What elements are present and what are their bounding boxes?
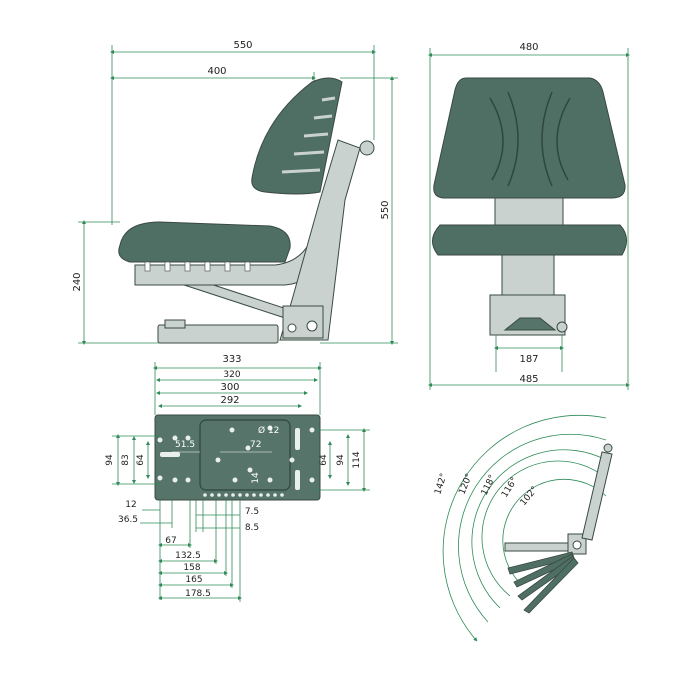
front-view: 480 187 485 bbox=[428, 42, 630, 390]
plate-ridge bbox=[199, 419, 291, 491]
rail-handle bbox=[164, 319, 186, 329]
plate-holes bbox=[157, 425, 315, 483]
angle-116: 116° bbox=[500, 476, 520, 500]
recline-knob-icon bbox=[603, 443, 613, 453]
seat-cushion bbox=[118, 221, 291, 263]
plate-slot bbox=[295, 470, 300, 490]
backrest-front bbox=[433, 77, 626, 199]
dim-left-83: 83 bbox=[121, 454, 131, 465]
dim-bottom-165: 165 bbox=[185, 575, 202, 585]
pivot-bolt-icon bbox=[306, 320, 318, 332]
dim-seat-height: 240 bbox=[72, 272, 83, 291]
dim-right-94: 94 bbox=[336, 454, 346, 466]
dim-inner-72: 72 bbox=[250, 440, 261, 450]
pivot-bracket bbox=[282, 305, 324, 339]
dim-plate-320: 320 bbox=[223, 370, 240, 380]
dim-inner-14: 14 bbox=[251, 472, 261, 484]
dim-right-114: 114 bbox=[352, 451, 362, 468]
recline-pivot-bolt-icon bbox=[572, 540, 582, 550]
recline-view: 142° 120° 118° 116° 102° bbox=[433, 414, 613, 642]
dim-offset-36-5: 36.5 bbox=[118, 515, 138, 525]
backrest-ribs bbox=[281, 96, 336, 174]
slide-rail bbox=[157, 324, 279, 344]
mount-plate bbox=[154, 414, 321, 501]
backrest-grooves bbox=[489, 91, 571, 187]
dim-backrest-depth: 400 bbox=[207, 66, 226, 77]
dim-left-64: 64 bbox=[136, 454, 146, 466]
adjust-knob-icon bbox=[359, 140, 375, 156]
dim-hole-diameter: Ø 12 bbox=[258, 425, 279, 436]
height-knob-icon bbox=[556, 321, 568, 333]
dim-offset-7-5: 7.5 bbox=[245, 507, 259, 517]
suspension-spring bbox=[503, 317, 557, 331]
dim-plate-292: 292 bbox=[220, 395, 239, 406]
seat-fixings bbox=[144, 261, 251, 272]
dim-plate-333: 333 bbox=[222, 354, 241, 365]
plate-slot bbox=[160, 452, 180, 457]
plate-hole-row bbox=[203, 493, 284, 497]
dim-bottom-67: 67 bbox=[165, 536, 176, 546]
angle-102: 102° bbox=[519, 485, 541, 508]
dim-overall-height: 550 bbox=[380, 200, 391, 219]
dim-plate-300: 300 bbox=[220, 382, 239, 393]
column-upper bbox=[494, 197, 564, 229]
dim-left-94: 94 bbox=[105, 454, 115, 466]
dim-overall-length: 550 bbox=[233, 40, 252, 51]
recline-seat-rail bbox=[504, 542, 576, 552]
backrest-cushion bbox=[251, 77, 343, 195]
dim-right-64: 64 bbox=[319, 454, 329, 466]
dim-bottom-158: 158 bbox=[183, 563, 200, 573]
angle-142: 142° bbox=[433, 472, 449, 496]
dim-offset-8-5: 8.5 bbox=[245, 523, 259, 533]
dim-backrest-width: 480 bbox=[519, 42, 538, 53]
dim-inner-51-5: 51.5 bbox=[175, 440, 195, 450]
dim-bottom-132-5: 132.5 bbox=[175, 551, 201, 561]
dim-offset-12: 12 bbox=[125, 500, 136, 510]
dim-overall-width: 485 bbox=[519, 374, 538, 385]
side-view: 550 400 240 550 bbox=[72, 40, 398, 345]
recline-post bbox=[581, 451, 613, 541]
pivot-bolt-icon bbox=[287, 323, 297, 333]
dim-track-width: 187 bbox=[519, 354, 538, 365]
recline-positions bbox=[507, 551, 579, 614]
plate-slot bbox=[295, 428, 300, 450]
dim-bottom-178-5: 178.5 bbox=[185, 589, 211, 599]
mounting-plate-view: 333 320 300 292 Ø 12 bbox=[105, 354, 370, 602]
seat-front bbox=[432, 224, 627, 256]
